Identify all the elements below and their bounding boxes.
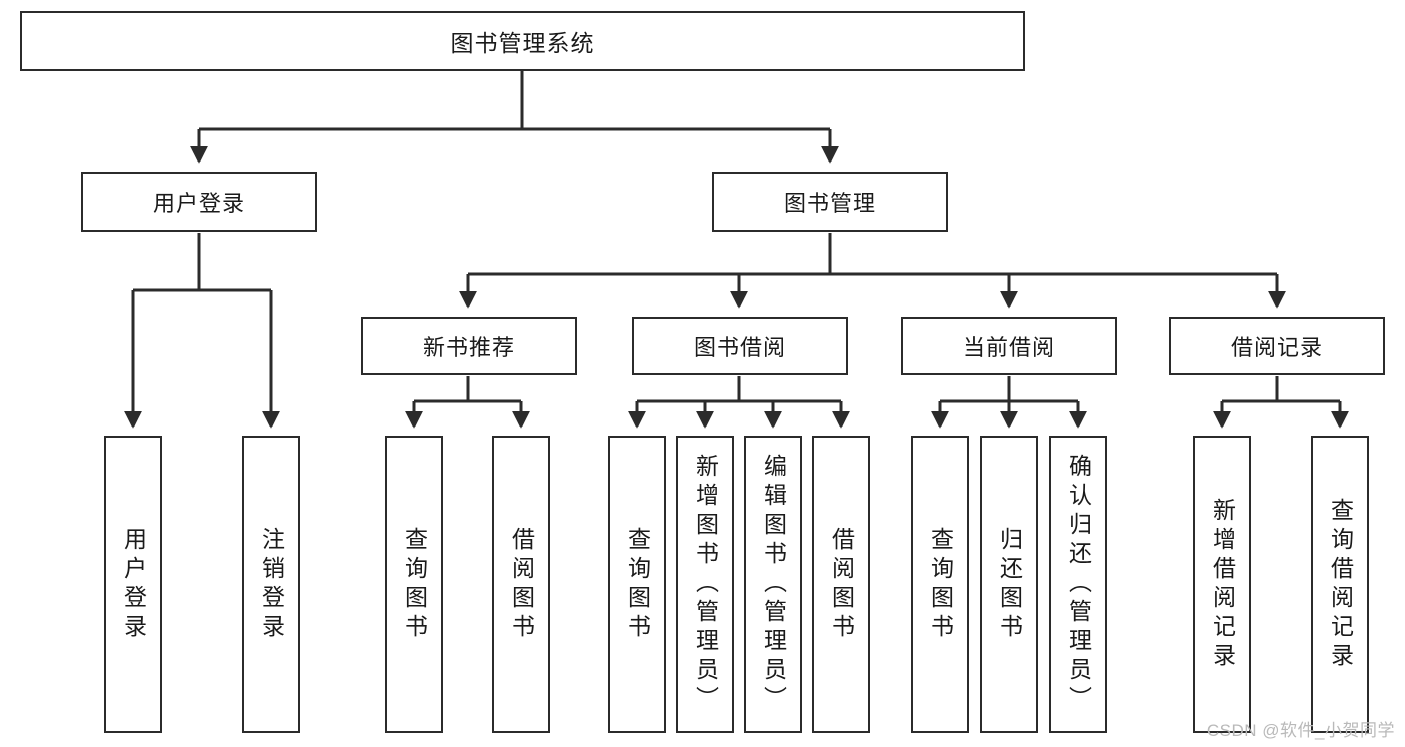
watermark-text: CSDN @软件_小贺同学 — [1206, 721, 1395, 740]
leaf-label: 注销登录 — [258, 526, 285, 643]
node-book-borrow[interactable]: 图书借阅 — [632, 317, 848, 375]
leaf-label: 用户登录 — [120, 526, 147, 643]
leaf-label: 查询图书 — [927, 526, 954, 643]
leaf-edit-book[interactable]: 编辑图书（管理员） — [744, 436, 802, 733]
node-root-system[interactable]: 图书管理系统 — [20, 11, 1025, 71]
node-new-book-recommend[interactable]: 新书推荐 — [361, 317, 577, 375]
leaf-query-book-current[interactable]: 查询图书 — [911, 436, 969, 733]
node-book-manage[interactable]: 图书管理 — [712, 172, 948, 232]
node-current-borrow[interactable]: 当前借阅 — [901, 317, 1117, 375]
leaf-label: 查询图书 — [401, 526, 428, 643]
leaf-return-book[interactable]: 归还图书 — [980, 436, 1038, 733]
leaf-label: 归还图书 — [996, 526, 1023, 643]
leaf-label: 查询图书 — [624, 526, 651, 643]
leaf-label: 借阅图书 — [828, 526, 855, 643]
leaf-user-login[interactable]: 用户登录 — [104, 436, 162, 733]
leaf-query-book-recommend[interactable]: 查询图书 — [385, 436, 443, 733]
leaf-label: 编辑图书（管理员） — [760, 454, 787, 715]
leaf-confirm-return[interactable]: 确认归还（管理员） — [1049, 436, 1107, 733]
node-user-login[interactable]: 用户登录 — [81, 172, 317, 232]
leaf-label: 确认归还（管理员） — [1065, 454, 1092, 715]
leaf-borrow-book[interactable]: 借阅图书 — [812, 436, 870, 733]
leaf-label: 新增图书（管理员） — [692, 454, 719, 715]
leaf-logout[interactable]: 注销登录 — [242, 436, 300, 733]
leaf-add-book[interactable]: 新增图书（管理员） — [676, 436, 734, 733]
leaf-label: 查询借阅记录 — [1327, 497, 1354, 672]
node-borrow-record[interactable]: 借阅记录 — [1169, 317, 1385, 375]
leaf-label: 借阅图书 — [508, 526, 535, 643]
leaf-query-borrow-record[interactable]: 查询借阅记录 — [1311, 436, 1369, 733]
leaf-add-borrow-record[interactable]: 新增借阅记录 — [1193, 436, 1251, 733]
leaf-label: 新增借阅记录 — [1209, 497, 1236, 672]
leaf-borrow-book-recommend[interactable]: 借阅图书 — [492, 436, 550, 733]
leaf-query-book-borrow[interactable]: 查询图书 — [608, 436, 666, 733]
